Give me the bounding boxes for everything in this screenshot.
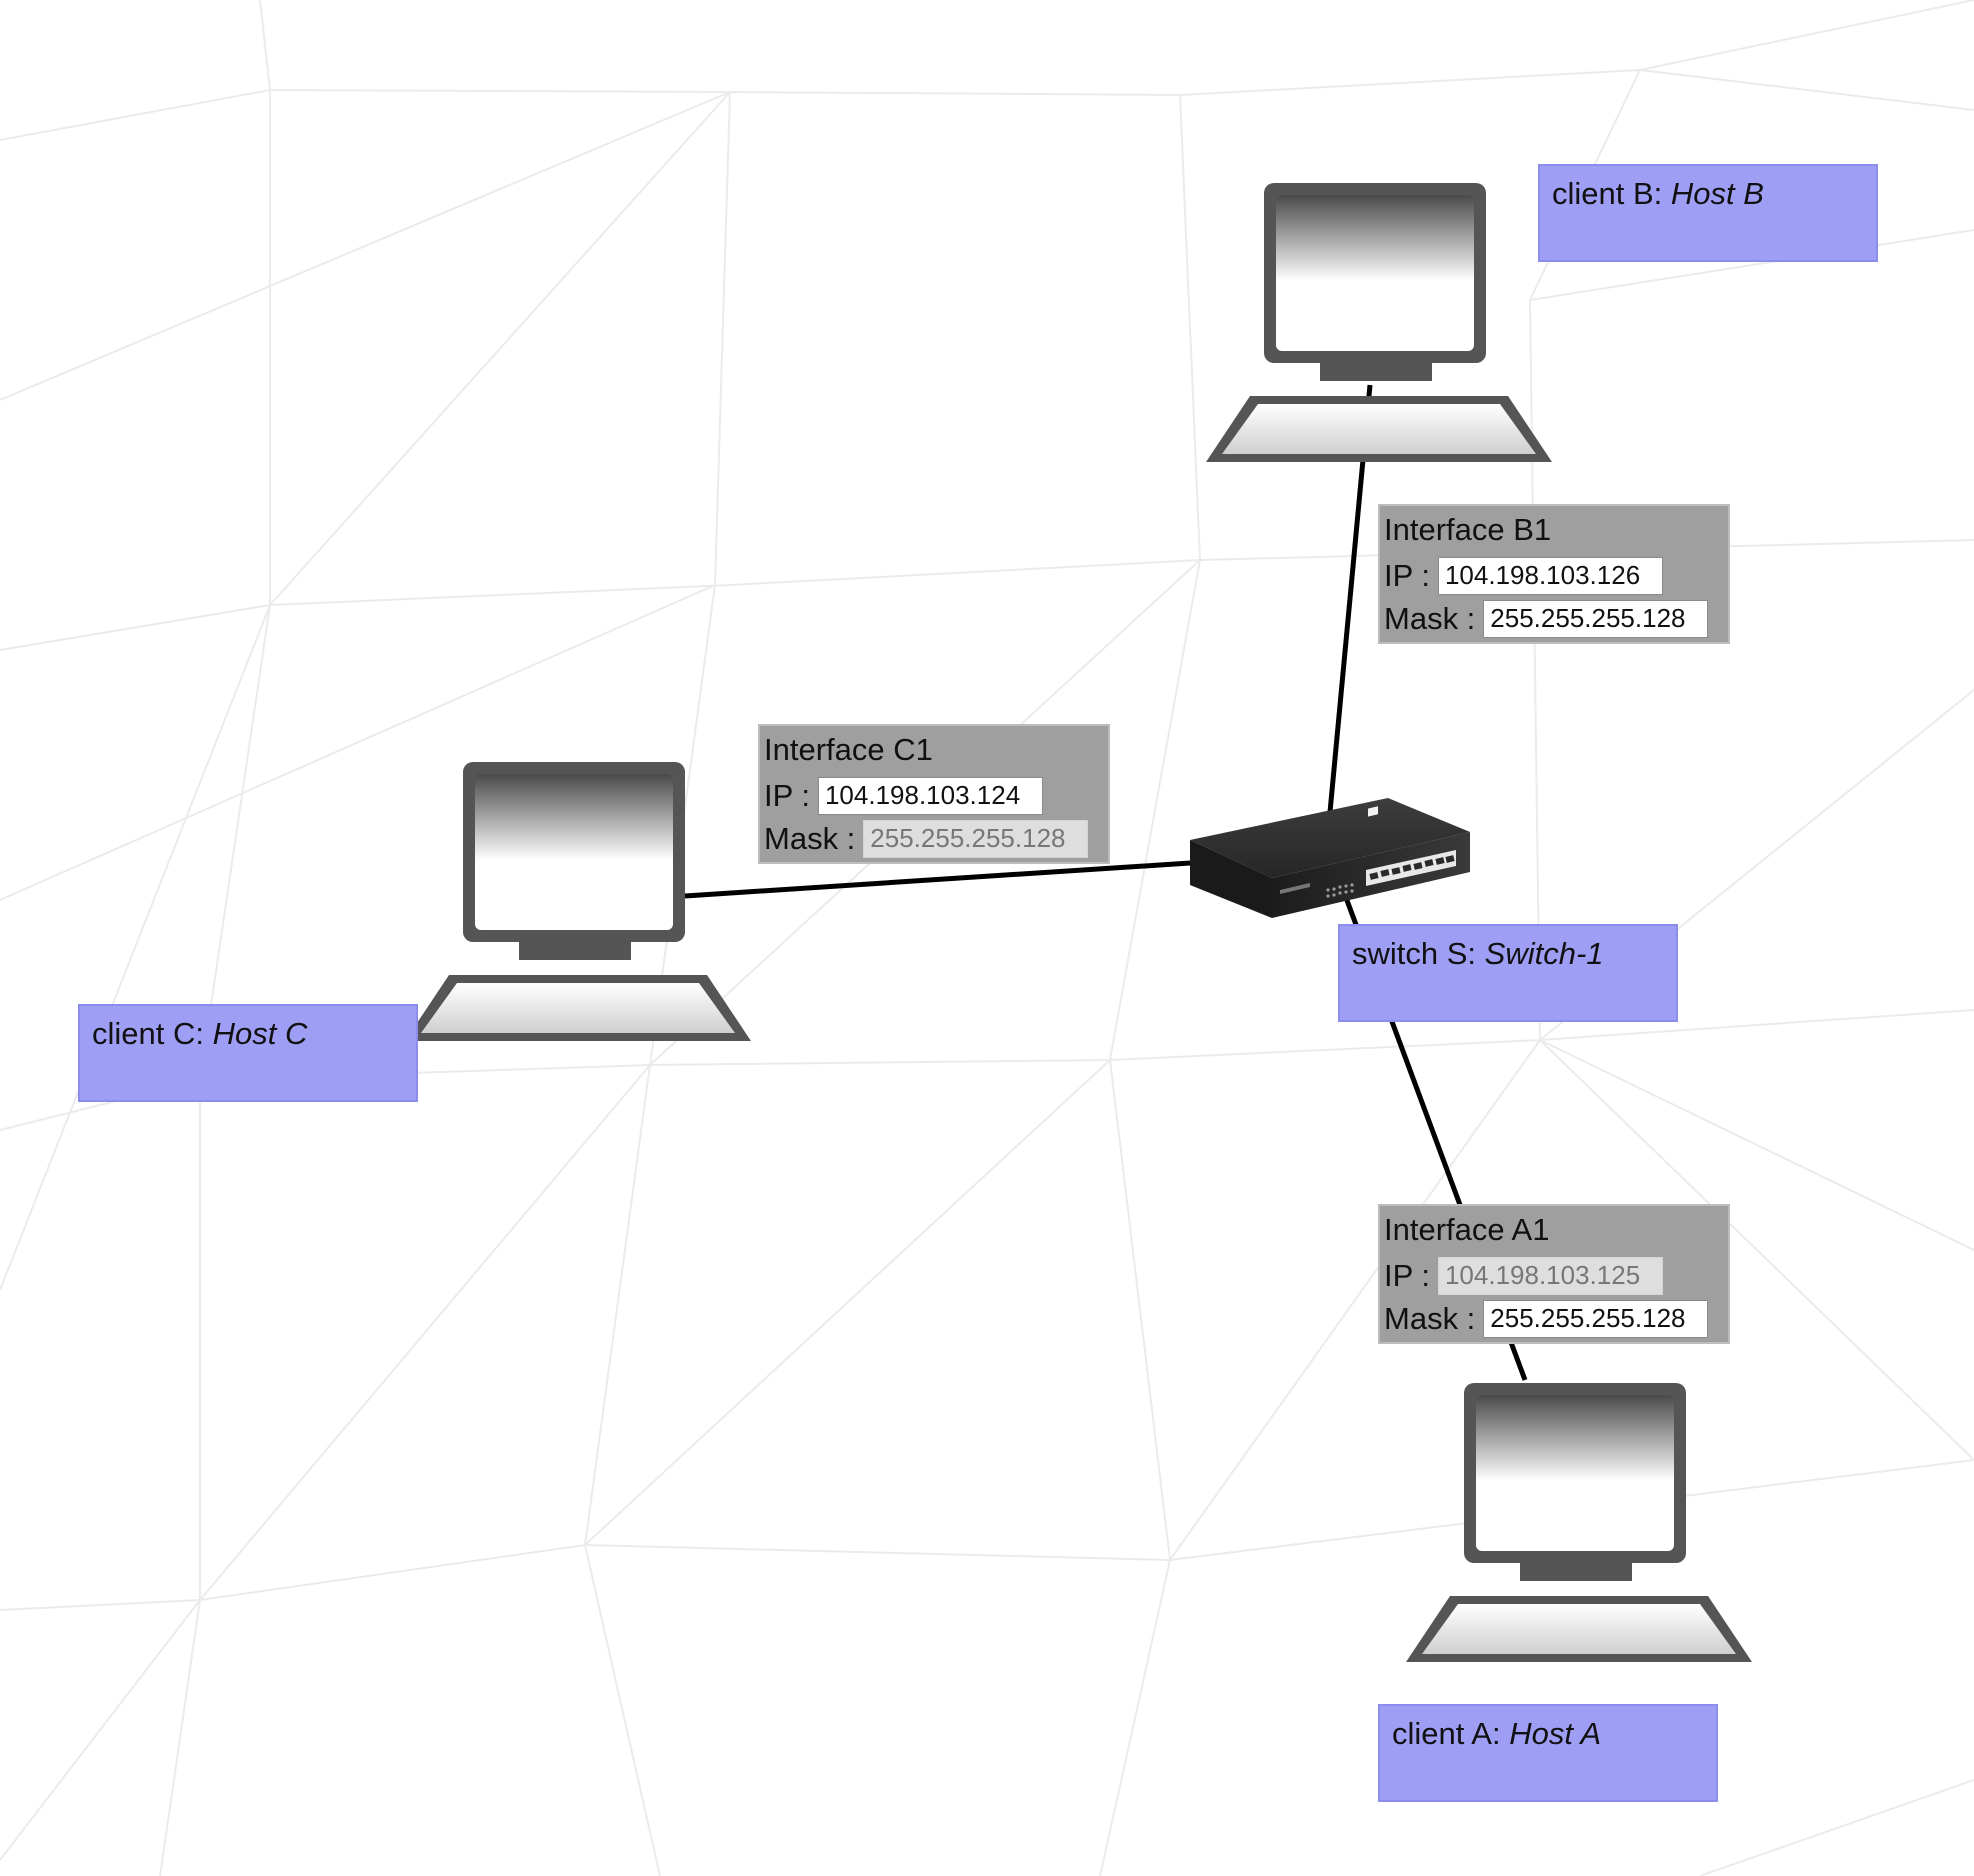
- host-name: Switch-1: [1484, 936, 1604, 971]
- mask-label: Mask :: [1384, 1301, 1476, 1336]
- host-name: Host C: [212, 1016, 308, 1051]
- ip-label: IP :: [1384, 558, 1430, 593]
- link-host-c-switch[interactable]: [684, 860, 1191, 899]
- computer-icon[interactable]: [387, 757, 767, 1047]
- ip-row: IP :: [764, 774, 1104, 817]
- host-label-prefix: client C:: [92, 1016, 213, 1051]
- computer-icon[interactable]: [1188, 178, 1568, 468]
- host-name: Host A: [1509, 1716, 1602, 1751]
- ip-label: IP :: [764, 778, 810, 813]
- interface-title: Interface A1: [1384, 1212, 1550, 1247]
- mask-row: Mask :: [1384, 1297, 1724, 1340]
- mask-label: Mask :: [1384, 601, 1476, 636]
- mask-row: Mask :: [764, 817, 1104, 860]
- mask-input: [863, 819, 1089, 858]
- host-label-s[interactable]: switch S: Switch-1: [1338, 924, 1678, 1022]
- ip-input[interactable]: [817, 776, 1043, 815]
- mask-input[interactable]: [1483, 599, 1709, 638]
- interface-title: Interface B1: [1384, 512, 1552, 547]
- ip-label: IP :: [1384, 1258, 1430, 1293]
- host-label-prefix: switch S:: [1352, 936, 1485, 971]
- host-label-c[interactable]: client C: Host C: [78, 1004, 418, 1102]
- ip-input[interactable]: [1437, 556, 1663, 595]
- ip-row: IP :: [1384, 1254, 1724, 1297]
- host-label-a[interactable]: client A: Host A: [1378, 1704, 1718, 1802]
- interface-panel-b1: Interface B1 IP : Mask :: [1378, 504, 1730, 644]
- host-name: Host B: [1670, 176, 1764, 211]
- network-switch-icon[interactable]: [1180, 790, 1470, 920]
- mask-row: Mask :: [1384, 597, 1724, 640]
- host-label-prefix: client B:: [1552, 176, 1671, 211]
- host-label-prefix: client A:: [1392, 1716, 1510, 1751]
- interface-title: Interface C1: [764, 732, 933, 767]
- mask-label: Mask :: [764, 821, 856, 856]
- interface-panel-c1: Interface C1 IP : Mask :: [758, 724, 1110, 864]
- mask-input[interactable]: [1483, 1299, 1709, 1338]
- computer-icon[interactable]: [1388, 1378, 1768, 1668]
- ip-input: [1437, 1256, 1663, 1295]
- host-label-b[interactable]: client B: Host B: [1538, 164, 1878, 262]
- ip-row: IP :: [1384, 554, 1724, 597]
- interface-panel-a1: Interface A1 IP : Mask :: [1378, 1204, 1730, 1344]
